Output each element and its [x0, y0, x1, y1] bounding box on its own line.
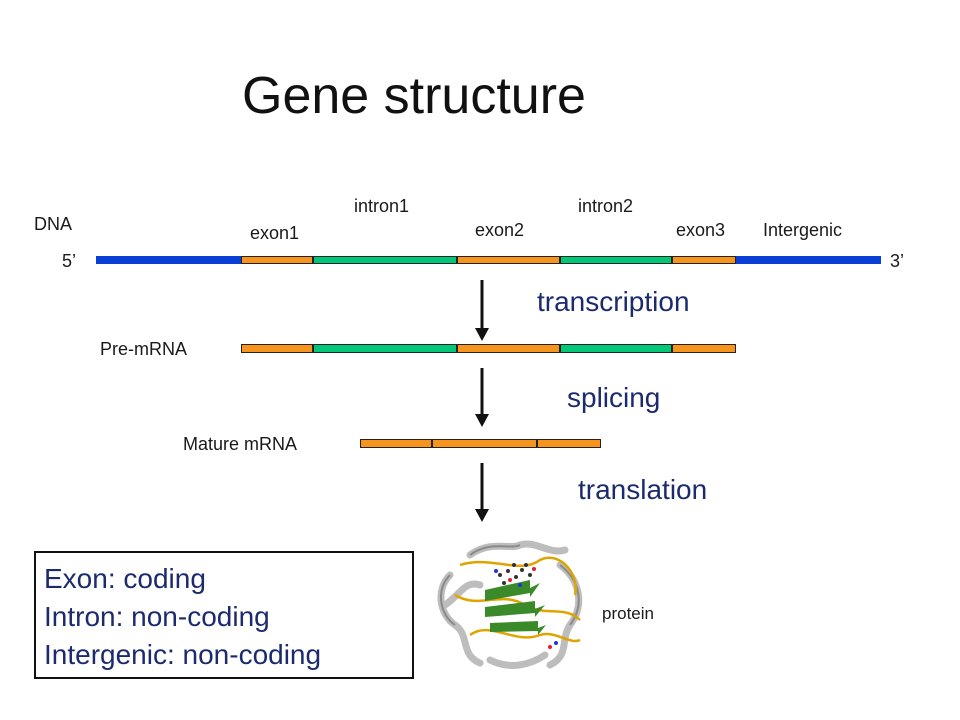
pre-mrna-exon1-segment: [241, 344, 313, 353]
dna-intergenic-3-segment: [736, 256, 881, 264]
pre-mrna-intron1-segment: [313, 344, 457, 353]
translation-step: translation: [578, 474, 708, 505]
legend-box: Exon: coding Intron: non-coding Intergen…: [34, 551, 414, 679]
transcription-arrow: [475, 280, 489, 341]
intron2-label: intron2: [578, 196, 634, 216]
dna-exon3-segment: [672, 256, 736, 264]
intergenic-label: Intergenic: [763, 220, 843, 240]
splicing-arrow: [475, 368, 489, 427]
pre-mrna-label: Pre-mRNA: [100, 339, 188, 359]
five-prime-label: 5’: [62, 251, 77, 271]
dna-intron2-segment: [560, 256, 672, 264]
protein-structure-image: [437, 540, 583, 669]
dna-exon2-segment: [457, 256, 560, 264]
page-title: Gene structure: [242, 67, 586, 125]
dna-intergenic-5-segment: [96, 256, 241, 264]
exon2-label: exon2: [475, 220, 525, 240]
mature-mrna-exon1-segment: [360, 439, 432, 448]
pre-mrna-intron2-segment: [560, 344, 672, 353]
three-prime-label: 3’: [890, 251, 905, 271]
exon1-label: exon1: [250, 223, 300, 243]
mature-mrna-exon2-segment: [432, 439, 537, 448]
mature-mrna-exon3-segment: [537, 439, 601, 448]
dna-label: DNA: [34, 214, 73, 234]
legend-intergenic: Intergenic: non-coding: [44, 639, 322, 670]
dna-exon1-segment: [241, 256, 313, 264]
dna-intron1-segment: [313, 256, 457, 264]
exon3-label: exon3: [676, 220, 726, 240]
intron1-label: intron1: [354, 196, 410, 216]
pre-mrna-exon2-segment: [457, 344, 560, 353]
mature-mrna-label: Mature mRNA: [183, 434, 298, 454]
splicing-step: splicing: [567, 382, 661, 413]
pre-mrna-exon3-segment: [672, 344, 736, 353]
legend-intron: Intron: non-coding: [44, 601, 270, 632]
legend-exon: Exon: coding: [44, 563, 206, 594]
protein-label: protein: [602, 604, 654, 623]
transcription-step: transcription: [537, 286, 690, 317]
translation-arrow: [475, 463, 489, 522]
